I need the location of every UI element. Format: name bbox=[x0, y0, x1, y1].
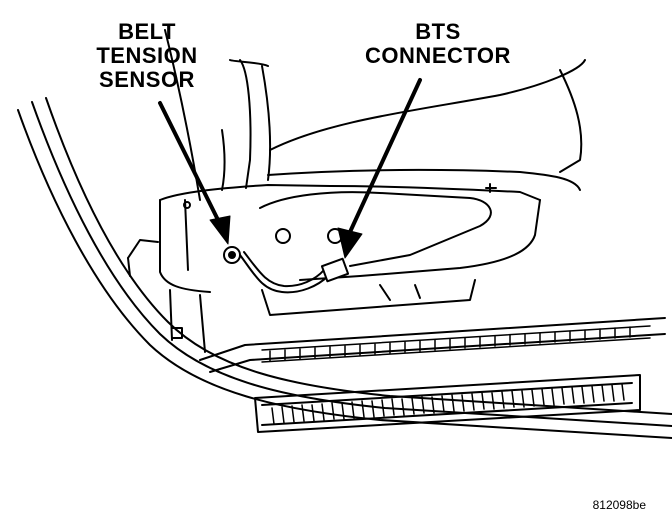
door-frame bbox=[17, 97, 672, 439]
figure-code: 812098be bbox=[592, 498, 646, 512]
bts-connector-label: BTS CONNECTOR bbox=[348, 20, 528, 68]
leader-arrows bbox=[158, 78, 422, 259]
bts-connector-label-line: BTS bbox=[415, 19, 461, 44]
door-sill bbox=[199, 317, 666, 433]
sill-slots bbox=[261, 325, 651, 425]
seat-side-shield bbox=[159, 184, 541, 293]
belt-tension-sensor-label-line: SENSOR bbox=[99, 67, 195, 92]
wire-harness bbox=[239, 251, 350, 294]
bts-connector-label-line: CONNECTOR bbox=[365, 43, 511, 68]
belt-tension-sensor-label-line: BELT bbox=[118, 19, 176, 44]
belt-tension-sensor-label: BELT TENSION SENSOR bbox=[82, 20, 212, 92]
seat-cushion bbox=[267, 59, 586, 191]
bolt-holes bbox=[183, 201, 343, 264]
belt-tension-sensor-label-line: TENSION bbox=[96, 43, 198, 68]
seat-track bbox=[127, 183, 497, 353]
